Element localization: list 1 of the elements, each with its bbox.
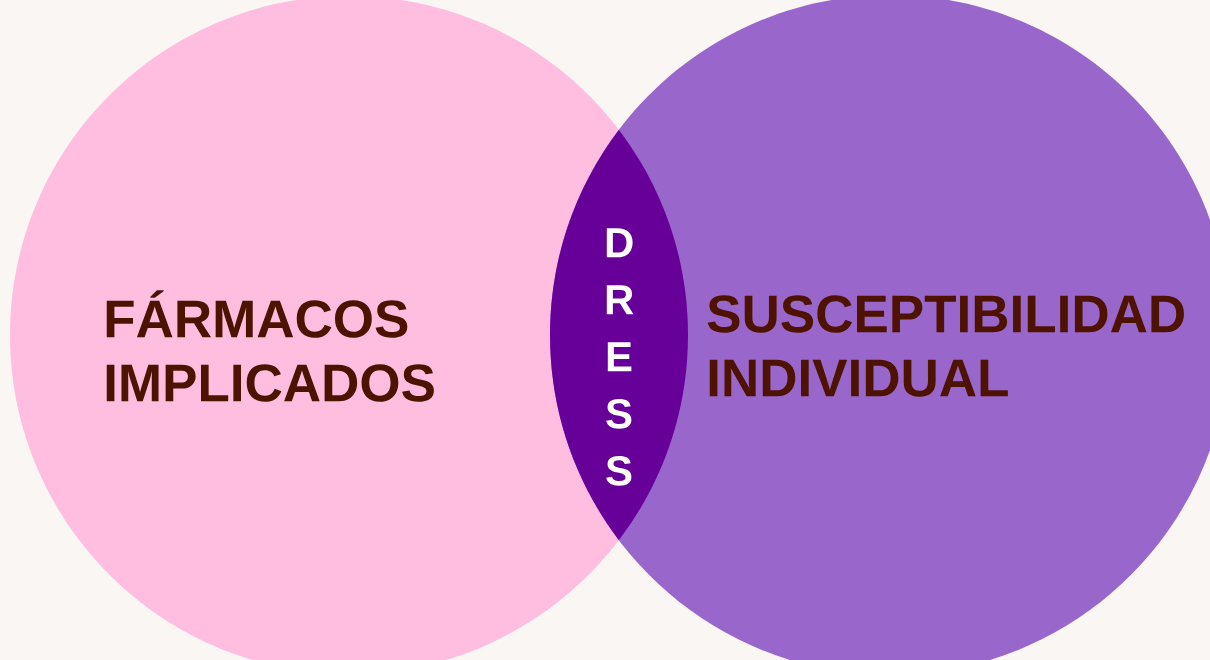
overlap-lens: D R E S S — [606, 228, 634, 486]
